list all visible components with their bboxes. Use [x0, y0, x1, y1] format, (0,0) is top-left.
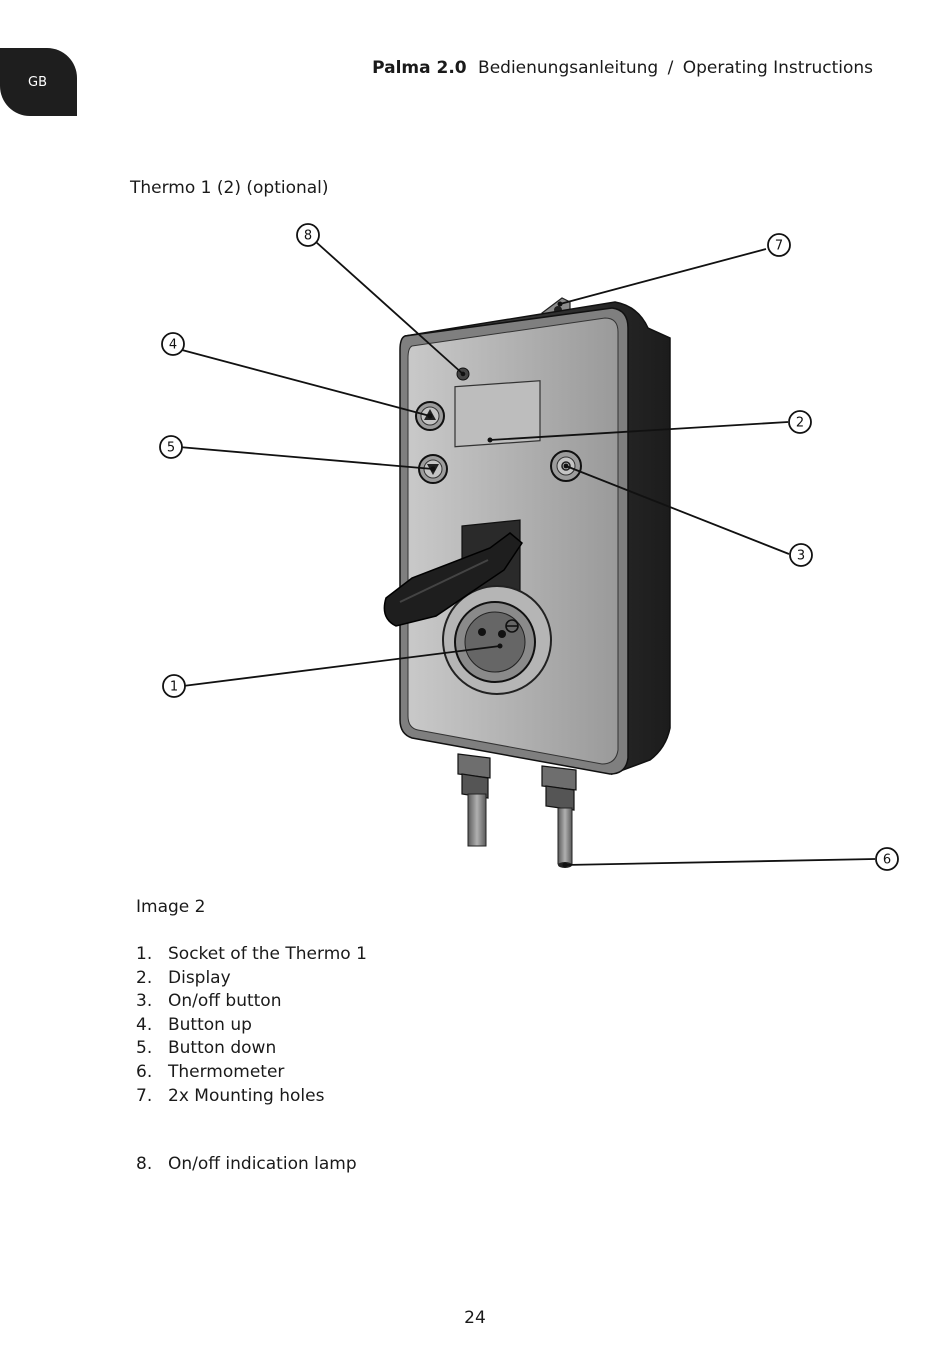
- figure-caption: Image 2: [136, 897, 206, 917]
- legend-item-number: 6.: [136, 1061, 153, 1082]
- legend-item-text: Button down: [168, 1038, 277, 1059]
- section-title: Thermo 1 (2) (optional): [130, 178, 329, 198]
- cable-glands: [457, 753, 577, 847]
- legend-item: 7. 2x Mounting holes: [136, 1085, 367, 1109]
- legend-item-text: 2x Mounting holes: [168, 1085, 325, 1106]
- leader-dot-6: [562, 862, 568, 868]
- page-header: Palma 2.0 Bedienungsanleitung / Operatin…: [372, 58, 873, 78]
- legend-item-number: 5.: [136, 1038, 153, 1059]
- header-separator: /: [667, 58, 674, 78]
- device-drawing: 8 7 4 2 5 3 1 6: [159, 223, 899, 871]
- legend-item: 3. On/off button: [136, 990, 367, 1014]
- legend-item-number: 2.: [136, 967, 153, 988]
- callout-7-number: 7: [775, 239, 783, 254]
- legend-item-text: On/off button: [168, 991, 282, 1012]
- legend-item-number: 3.: [136, 991, 153, 1012]
- callout-7: 7: [767, 233, 791, 257]
- legend-item: 6. Thermometer: [136, 1061, 367, 1085]
- legend-item-text: Display: [168, 967, 231, 988]
- legend-item: 5. Button down: [136, 1037, 367, 1061]
- legend-item-number: 8.: [136, 1154, 153, 1174]
- legend-item-text: Button up: [168, 1014, 252, 1035]
- language-tab: GB: [0, 48, 77, 116]
- callout-3-number: 3: [797, 549, 805, 564]
- display: [454, 380, 541, 448]
- callout-1: 1: [162, 674, 186, 698]
- leader-dot-2: [487, 437, 493, 443]
- legend-item: 1. Socket of the Thermo 1: [136, 943, 367, 967]
- header-title-de: Bedienungsanleitung: [478, 58, 659, 78]
- callout-1-number: 1: [170, 680, 178, 695]
- page-number: 24: [464, 1308, 486, 1328]
- legend-item-number: 1.: [136, 944, 153, 964]
- callout-8-number: 8: [304, 229, 312, 244]
- legend-item: 4. Button up: [136, 1014, 367, 1038]
- leader-dot-7: [557, 301, 563, 307]
- callout-4-number: 4: [169, 338, 177, 353]
- leader-dot-5: [430, 466, 436, 472]
- legend-item-text: Socket of the Thermo 1: [168, 944, 367, 964]
- legend-item-text: Thermometer: [168, 1061, 285, 1082]
- callout-6: 6: [875, 847, 899, 871]
- leader-dot-8: [460, 371, 466, 377]
- callout-2-number: 2: [796, 416, 804, 431]
- legend-item-number: 4.: [136, 1014, 153, 1035]
- leader-dot-1: [497, 643, 503, 649]
- thermometer-probe: [557, 807, 573, 868]
- leader-dot-3: [563, 463, 569, 469]
- callout-5: 5: [159, 435, 183, 459]
- legend-item-number: 7.: [136, 1085, 153, 1106]
- callout-4: 4: [161, 332, 185, 356]
- leader-lines: [178, 241, 876, 866]
- callout-6-number: 6: [883, 853, 891, 868]
- callout-5-number: 5: [167, 441, 175, 456]
- callout-3: 3: [789, 543, 813, 567]
- device-illustration: 8 7 4 2 5 3 1 6: [150, 218, 910, 878]
- legend-item-text: On/off indication lamp: [168, 1154, 357, 1174]
- language-tab-label: GB: [28, 74, 47, 90]
- legend-item: 2. Display: [136, 967, 367, 991]
- legend-item: 8. On/off indication lamp: [136, 1153, 357, 1177]
- callout-2: 2: [788, 410, 812, 434]
- socket: [383, 519, 552, 695]
- header-title-en: Operating Instructions: [682, 58, 873, 78]
- housing: [399, 301, 671, 776]
- parts-legend: 1. Socket of the Thermo 1 2. Display 3. On/…: [136, 943, 367, 1108]
- leader-dot-4: [427, 413, 433, 419]
- callout-8: 8: [296, 223, 320, 247]
- product-name: Palma 2.0: [372, 58, 467, 78]
